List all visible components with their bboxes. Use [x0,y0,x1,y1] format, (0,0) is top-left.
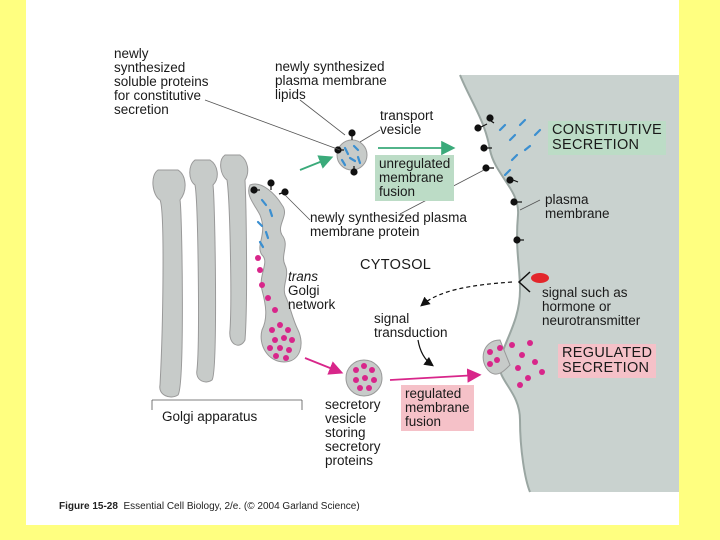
arrow-secretory-to-membrane [389,368,482,383]
arrow-transduction-to-fusion [417,339,434,367]
arrow-golgi-to-transport [299,155,334,171]
constitutive-secretion-box: CONSTITUTIVE SECRETION [548,121,666,155]
arrow-golgi-to-secretory [304,357,344,375]
figure-number: Figure 15-28 [59,501,118,512]
arrow-signal-transduction [420,281,513,307]
receptor [517,271,531,293]
unregulated-fusion-box: unregulated membrane fusion [375,155,455,201]
golgi-cisterna-2 [189,159,218,383]
signal-hormone-label: signal such as hormone or neurotransmitt… [542,285,641,328]
trans-golgi-network [248,183,302,363]
copyright: (© 2004 Garland Science) [243,501,360,512]
signal-molecule [531,273,549,283]
regulated-secretion-box: REGULATED SECRETION [558,344,657,378]
soluble-proteins-label: newly synthesized soluble proteins for c… [114,46,209,117]
plasma-membrane-line [459,74,531,493]
regulated-fusion-box: regulated membrane fusion [401,385,474,431]
transport-vesicle-label: transport vesicle [380,108,434,137]
signal-transduction-label: signal transduction [374,311,448,340]
transport-vesicle [336,139,368,171]
cell-exterior [460,75,679,492]
membrane-protein-label: newly synthesized plasma membrane protei… [310,210,467,239]
secretory-vesicle-label: secretory vesicle storing secretory prot… [325,397,381,468]
plasma-membrane-label: plasma membrane [545,192,610,221]
golgi-network-words: Golgi network [288,283,336,312]
golgi-cisterna-1 [152,169,186,398]
cytosol-label: CYTOSOL [360,257,432,273]
golgi-apparatus-label: Golgi apparatus [162,409,258,424]
trans-word: trans [288,269,319,284]
membrane-lipids-label: newly synthesized plasma membrane lipids [275,59,387,102]
figure-caption: Figure 15-28 Essential Cell Biology, 2/e… [59,501,360,512]
golgi-cisterna-3 [220,154,249,346]
book-title: Essential Cell Biology, 2/e. [123,501,242,512]
